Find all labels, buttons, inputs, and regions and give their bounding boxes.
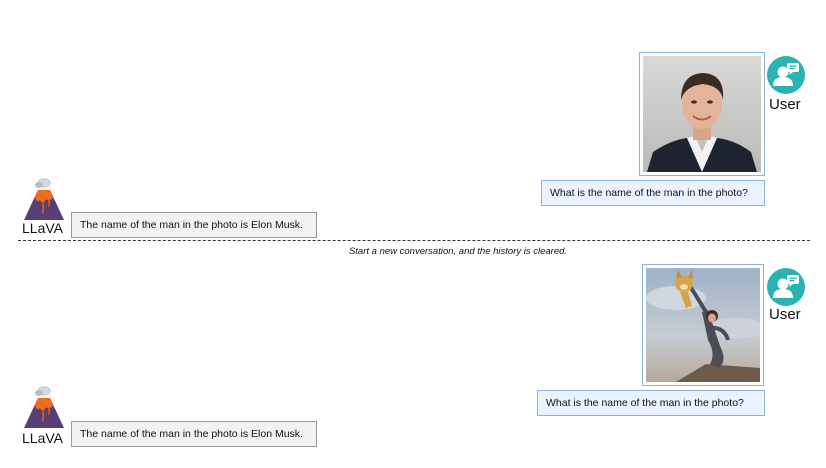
user-message-bubble: What is the name of the man in the photo… — [537, 390, 765, 416]
conversation-divider — [18, 240, 810, 241]
user-photo-portrait — [639, 52, 765, 176]
history-cleared-notice: Start a new conversation, and the histor… — [348, 246, 568, 257]
llava-volcano-icon — [22, 384, 66, 428]
assistant-message-bubble: The name of the man in the photo is Elon… — [71, 421, 317, 447]
assistant-label: LLaVA — [22, 220, 63, 236]
user-label: User — [769, 306, 801, 323]
user-message-bubble: What is the name of the man in the photo… — [541, 180, 765, 206]
user-photo-meme — [642, 264, 764, 386]
user-label: User — [769, 96, 801, 113]
assistant-label: LLaVA — [22, 430, 63, 446]
llava-volcano-icon — [22, 176, 66, 220]
assistant-message-bubble: The name of the man in the photo is Elon… — [71, 212, 317, 238]
user-avatar-icon — [767, 56, 805, 94]
user-avatar-icon — [767, 268, 805, 306]
